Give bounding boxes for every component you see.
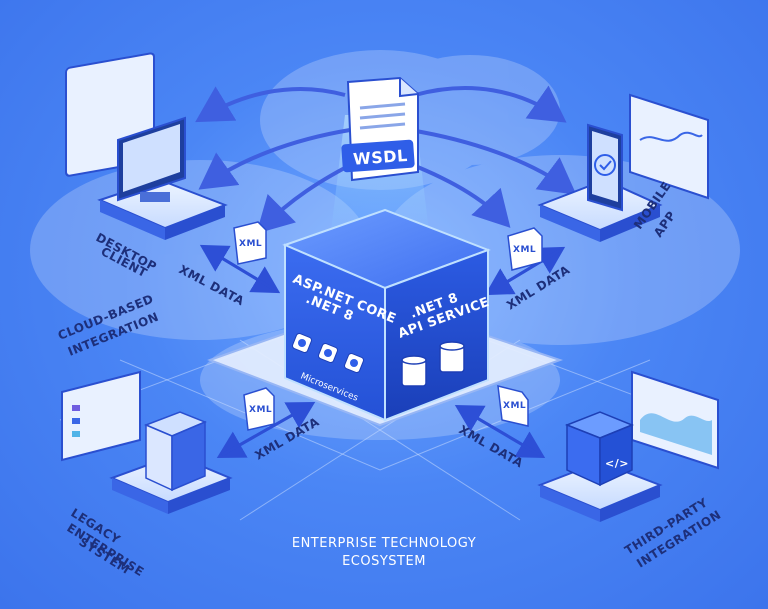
database-icon bbox=[401, 341, 465, 387]
third-party-node: </> bbox=[537, 370, 719, 522]
footer-title-line2: ECOSYSTEM bbox=[342, 554, 426, 569]
smartphone-icon bbox=[587, 123, 623, 212]
xml-icon-label-bottom-left: XML bbox=[249, 405, 272, 415]
microservice-gear-icons bbox=[291, 332, 365, 374]
xml-document-icon-top-left bbox=[233, 221, 267, 265]
legacy-system-node bbox=[61, 370, 233, 514]
xml-icon-label-top-left: XML bbox=[239, 239, 262, 249]
xml-arrows-top bbox=[199, 244, 566, 296]
xml-icon-label-top-right: XML bbox=[513, 245, 536, 255]
wsdl-label: WSDL bbox=[353, 146, 409, 169]
desktop-monitor-icon bbox=[117, 116, 186, 202]
footer-title-line1: ENTERPRISE TECHNOLOGY bbox=[292, 536, 476, 551]
code-cube-icon: </> bbox=[564, 411, 634, 487]
xml-document-icon-bottom-right bbox=[497, 385, 529, 427]
xml-document-icon-bottom-left bbox=[243, 387, 275, 431]
mobile-app-node bbox=[537, 93, 709, 242]
desktop-client-node bbox=[65, 52, 228, 240]
core-services-cube bbox=[282, 208, 491, 422]
analytics-panel-icon bbox=[629, 93, 709, 200]
wsdl-document-icon bbox=[341, 76, 419, 182]
server-tower-icon bbox=[143, 411, 207, 492]
xml-document-icon-top-right bbox=[507, 227, 543, 271]
xml-data-label-bottom-right: XML DATA bbox=[457, 422, 526, 470]
list-panel-icon bbox=[61, 370, 141, 462]
xml-arrows-bottom bbox=[216, 402, 546, 459]
xml-icon-label-bottom-right: XML bbox=[503, 401, 526, 411]
code-brackets-glyph: </> bbox=[605, 457, 629, 470]
